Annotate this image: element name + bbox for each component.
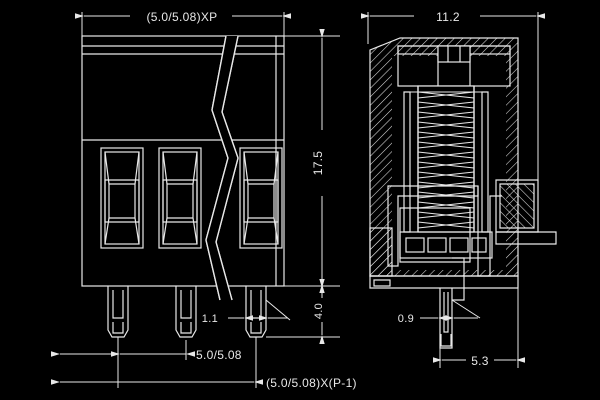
dimension-pitch-total [51,337,263,388]
foot-hatch [369,227,393,277]
mount-shoulder [495,179,557,245]
dim-label-pin-width-side: 0.9 [398,313,414,325]
dim-label-pitch-single: 5.0/5.08 [196,348,242,362]
dim-label-mount-depth: 5.3 [471,354,489,368]
screw-head [397,45,511,87]
dim-label-height-overall: 17.5 [311,151,325,176]
front-view [81,35,285,338]
dimension-side-width [361,12,545,186]
break-line-edges [205,35,239,301]
dim-label-height-pin: 4.0 [313,303,325,319]
dimension-pin-thickness [228,299,291,328]
ext-pin-right [265,299,291,321]
screw-thread [417,85,475,233]
terminal-opening-1 [100,147,144,249]
ext-09-r [451,299,481,319]
dim-label-top-pitch: (5.0/5.08)XP [147,10,218,24]
terminal-opening-3 [239,147,283,249]
pin-2 [175,286,197,338]
dim-label-pitch-total: (5.0/5.08)X(P-1) [266,376,357,390]
dimension-pin-width-side [420,299,481,332]
dimension-top-pitch [75,12,291,40]
body-outline [81,35,285,287]
dimension-mount-depth [433,288,525,368]
section-view [369,37,557,349]
dim-label-pin-thickness: 1.1 [202,313,218,325]
terminal-opening-2 [158,147,202,249]
dim-label-side-width: 11.2 [436,10,460,24]
dimension-height-pin [266,279,340,344]
